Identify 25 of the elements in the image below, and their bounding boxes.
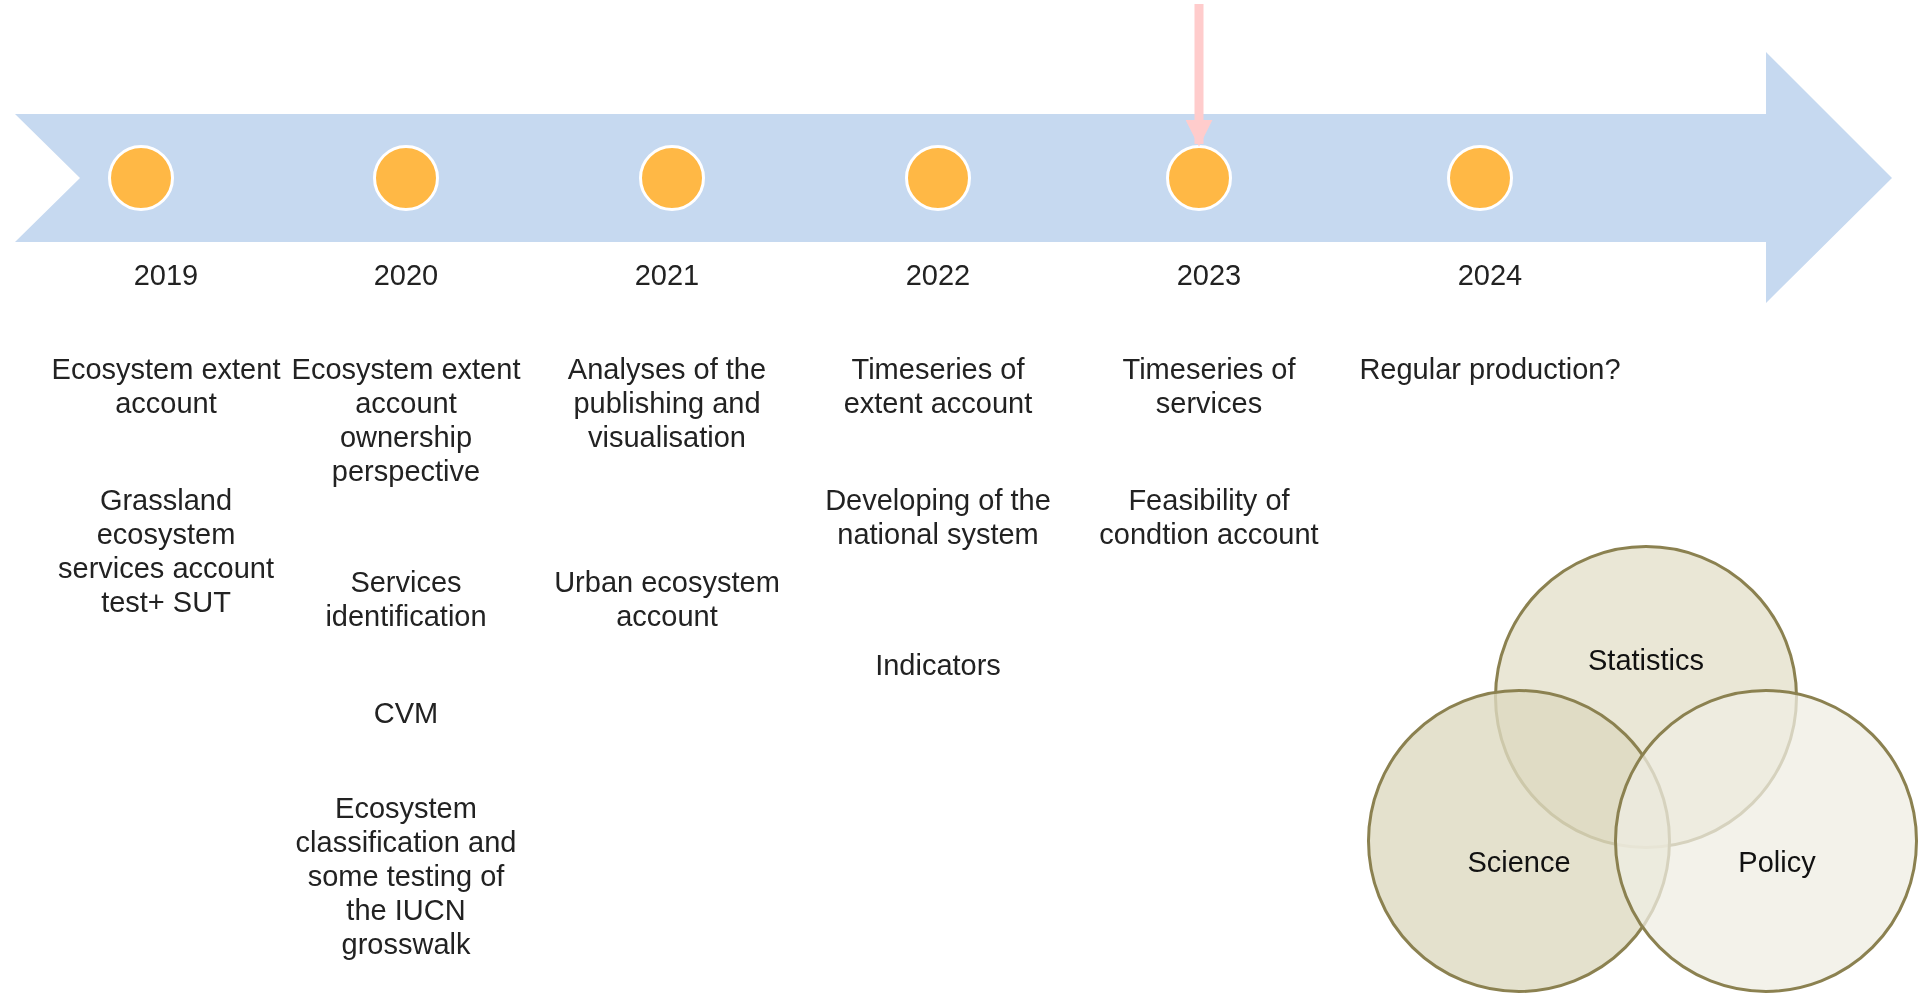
milestone-text: Grassland ecosystem services account test+ SUT <box>57 483 275 619</box>
milestone-text: Ecosystem extent account ownership perspective <box>291 352 521 488</box>
year-label: 2024 <box>1456 258 1524 292</box>
arrow <box>1185 4 1213 147</box>
year-label: 2021 <box>633 258 701 292</box>
milestone-text: Developing of the national system <box>824 483 1052 551</box>
milestone-text: Ecosystem extent account <box>51 352 281 420</box>
circle-label: Statistics <box>1587 643 1705 677</box>
milestone-text: Timeseries of extent account <box>842 352 1034 420</box>
milestone-text: Timeseries of services <box>1121 352 1297 420</box>
year-label: 2020 <box>372 258 440 292</box>
circle-label: Science <box>1466 845 1572 879</box>
milestone-text: Services identification <box>324 565 488 633</box>
year-label: 2023 <box>1175 258 1243 292</box>
milestone-text: Ecosystem classification and some testing of the IUCN grosswalk <box>294 791 518 961</box>
venn-circle <box>1614 689 1918 993</box>
milestone-text: Feasibility of condtion account <box>1098 483 1320 551</box>
milestone-text: CVM <box>372 696 440 730</box>
circle-label: Policy <box>1737 845 1817 879</box>
year-label: 2022 <box>904 258 972 292</box>
milestone-text: Indicators <box>874 648 1002 682</box>
milestone-text: Urban ecosystem account <box>553 565 781 633</box>
year-label: 2019 <box>132 258 200 292</box>
milestone-text: Regular production? <box>1358 352 1622 386</box>
milestone-text: Analyses of the publishing and visualisation <box>566 352 768 454</box>
